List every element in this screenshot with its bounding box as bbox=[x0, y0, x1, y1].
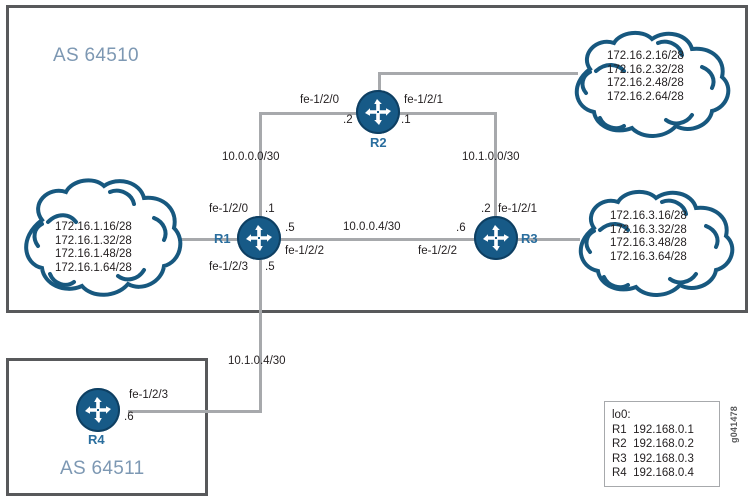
label-r4-fe-1-2-3-addr: .6 bbox=[124, 411, 134, 423]
as-boundary-64511 bbox=[6, 358, 208, 496]
link-r1-r4-horizontal bbox=[128, 410, 262, 413]
label-r1-fe-1-2-3: fe-1/2/3 bbox=[209, 261, 248, 273]
label-r1-fe-1-2-0: fe-1/2/0 bbox=[209, 203, 248, 215]
link-r2-r3-vertical bbox=[494, 112, 497, 230]
label-r3-fe-1-2-1: fe-1/2/1 bbox=[498, 203, 537, 215]
label-r3-fe-1-2-1-addr: .2 bbox=[481, 203, 491, 215]
router-label-r4: R4 bbox=[88, 432, 105, 447]
router-label-r3: R3 bbox=[521, 231, 538, 246]
label-subnet-r1-r2: 10.0.0.0/30 bbox=[222, 151, 280, 163]
as-label-64511: AS 64511 bbox=[60, 458, 145, 479]
link-r2-r3-horizontal bbox=[396, 112, 497, 115]
label-subnet-r1-r4: 10.1.0.4/30 bbox=[228, 355, 286, 367]
link-cloud-left-to-r1 bbox=[178, 238, 238, 241]
router-r1[interactable] bbox=[237, 216, 281, 260]
cloud-right bbox=[564, 186, 744, 303]
router-label-r2: R2 bbox=[370, 135, 387, 150]
label-r3-fe-1-2-2-addr: .6 bbox=[456, 222, 466, 234]
cloud-left-prefixes: 172.16.1.16/28 172.16.1.32/28 172.16.1.4… bbox=[55, 221, 132, 274]
label-subnet-r1-r3: 10.0.0.4/30 bbox=[343, 221, 401, 233]
link-r1-r2-vertical bbox=[259, 112, 262, 230]
label-r3-fe-1-2-2: fe-1/2/2 bbox=[418, 245, 457, 257]
link-r2-to-cloud-horizontal bbox=[378, 72, 578, 75]
router-label-r1: R1 bbox=[214, 231, 231, 246]
router-r2[interactable] bbox=[356, 90, 400, 134]
cloud-right-prefixes: 172.16.3.16/28 172.16.3.32/28 172.16.3.4… bbox=[610, 210, 687, 263]
label-r1-fe-1-2-2: fe-1/2/2 bbox=[285, 245, 324, 257]
label-r1-fe-1-2-0-addr: .1 bbox=[265, 203, 275, 215]
loopback-legend-text: lo0: R1 192.168.0.1 R2 192.168.0.2 R3 19… bbox=[612, 409, 694, 479]
link-r1-r2-horizontal bbox=[259, 112, 364, 115]
link-r1-r3 bbox=[280, 238, 480, 241]
cloud-left bbox=[8, 174, 188, 309]
label-subnet-r2-r3: 10.1.0.0/30 bbox=[462, 151, 520, 163]
link-r3-to-cloud-right bbox=[518, 238, 580, 241]
label-r2-fe-1-2-0: fe-1/2/0 bbox=[300, 94, 339, 106]
cloud-top-right-prefixes: 172.16.2.16/28 172.16.2.32/28 172.16.2.4… bbox=[607, 50, 684, 103]
link-r2-to-cloud-vertical bbox=[378, 72, 381, 104]
label-r2-fe-1-2-0-addr: .2 bbox=[343, 114, 353, 126]
figure-id-watermark: g041478 bbox=[729, 406, 739, 443]
label-r2-fe-1-2-1: fe-1/2/1 bbox=[404, 94, 443, 106]
cloud-top-right bbox=[560, 27, 740, 144]
as-label-64510: AS 64510 bbox=[53, 45, 139, 66]
label-r1-fe-1-2-3-addr: .5 bbox=[265, 261, 275, 273]
label-r4-fe-1-2-3: fe-1/2/3 bbox=[129, 389, 168, 401]
router-r3[interactable] bbox=[474, 216, 518, 260]
as-boundary-64510 bbox=[6, 5, 748, 313]
router-r4[interactable] bbox=[76, 388, 120, 432]
label-r1-fe-1-2-2-addr: .5 bbox=[285, 222, 295, 234]
label-r2-fe-1-2-1-addr: .1 bbox=[401, 114, 411, 126]
link-r1-r4-vertical bbox=[259, 260, 262, 412]
loopback-legend-box bbox=[604, 401, 720, 487]
